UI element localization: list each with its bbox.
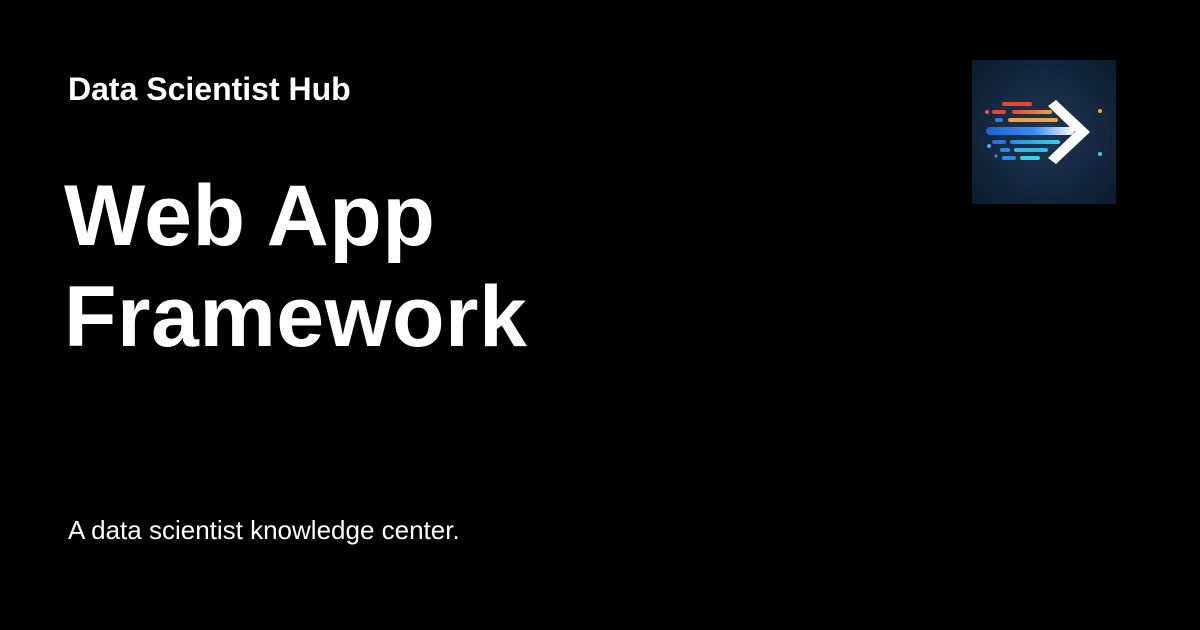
site-name: Data Scientist Hub — [68, 71, 351, 107]
data-stream-arrow-icon — [972, 60, 1116, 204]
tagline: A data scientist knowledge center. — [68, 515, 460, 545]
page-title: Web App Framework — [64, 166, 884, 368]
page-title-line-1: Web App — [64, 168, 436, 264]
page-title-line-2: Framework — [64, 269, 528, 365]
